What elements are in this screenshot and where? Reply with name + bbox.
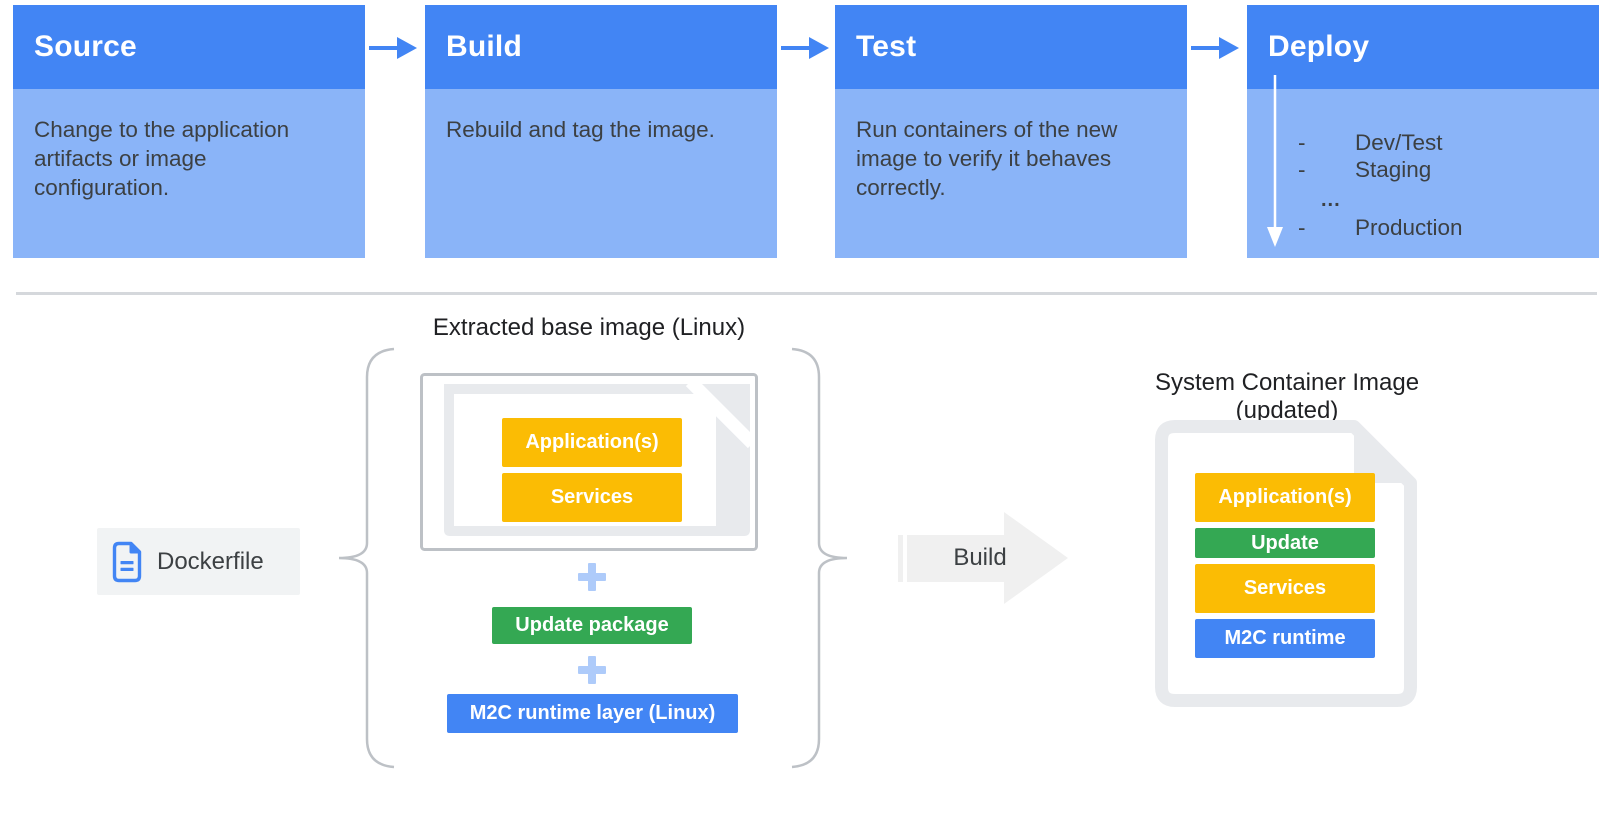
update-package-box: Update package: [492, 607, 692, 644]
layer-services: Services: [502, 473, 682, 522]
flow-arrow-icon: [1191, 37, 1239, 59]
stage-card-source: Source Change to the application artifac…: [13, 5, 365, 258]
deploy-env-label: Staging: [1355, 157, 1432, 182]
left-brace: [338, 347, 395, 769]
layer-m2c-runtime: M2C runtime: [1195, 619, 1375, 658]
layer-applications: Application(s): [502, 418, 682, 467]
stage-title: Build: [446, 30, 522, 63]
stage-description: Rebuild and tag the image.: [425, 89, 777, 258]
stage-title: Test: [856, 30, 917, 63]
result-title: System Container Image (updated): [1154, 369, 1420, 424]
plus-icon: [578, 656, 606, 684]
dash-bullet: -: [1298, 130, 1306, 155]
deploy-env-row: - Staging: [1247, 156, 1431, 184]
stage-description: Change to the application artifacts or i…: [13, 89, 365, 258]
deploy-env-label: Dev/Test: [1355, 130, 1443, 155]
layer-applications: Application(s): [1195, 473, 1375, 522]
dockerfile-label: Dockerfile: [157, 547, 264, 575]
plus-icon: [578, 563, 606, 591]
dash-bullet: -: [1298, 157, 1306, 182]
stage-header-source: Source: [13, 5, 365, 89]
flow-arrow-icon: [781, 37, 829, 59]
runtime-layer-box: M2C runtime layer (Linux): [447, 694, 738, 733]
stage-card-test: Test Run containers of the new image to …: [835, 5, 1187, 258]
stage-card-build: Build Rebuild and tag the image.: [425, 5, 777, 258]
build-arrow-label: Build: [953, 544, 1007, 571]
stage-card-deploy: Deploy - Dev/Test - Staging ... - Produc…: [1247, 5, 1599, 258]
layer-services: Services: [1195, 564, 1375, 613]
deploy-progression-arrow-icon: [1267, 75, 1283, 247]
stage-header-build: Build: [425, 5, 777, 89]
layer-update: Update: [1195, 528, 1375, 558]
stage-description: Run containers of the new image to verif…: [835, 89, 1187, 258]
stage-title: Source: [34, 30, 137, 63]
dash-bullet: -: [1298, 215, 1306, 240]
section-divider: [16, 292, 1597, 295]
deploy-env-label: Production: [1355, 215, 1463, 240]
deploy-env-row: - Production: [1247, 214, 1463, 242]
right-brace: [791, 347, 848, 769]
dockerfile-icon: [112, 541, 142, 582]
deploy-env-row: - Dev/Test: [1247, 129, 1443, 157]
build-arrow: [898, 512, 1068, 604]
base-image-title: Extracted base image (Linux): [432, 314, 746, 341]
stage-title: Deploy: [1268, 30, 1370, 63]
stage-header-test: Test: [835, 5, 1187, 89]
dockerfile-chip: Dockerfile: [97, 528, 300, 595]
stage-header-deploy: Deploy: [1247, 5, 1599, 89]
deploy-environments: [1247, 89, 1599, 258]
flow-arrow-icon: [369, 37, 417, 59]
deploy-ellipsis: ...: [1321, 189, 1341, 211]
